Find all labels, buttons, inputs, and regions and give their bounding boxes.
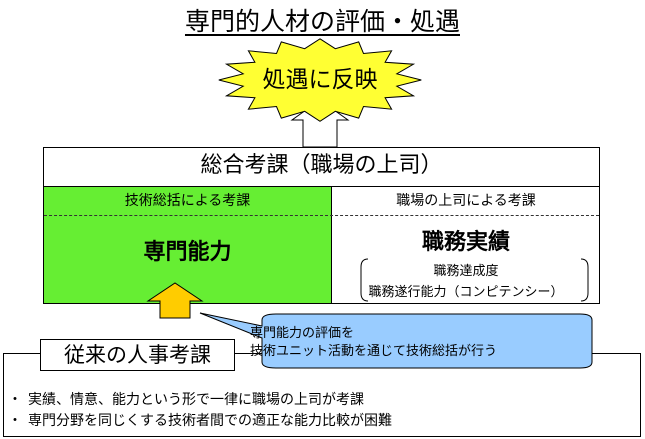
performance-detail-competency: 職務遂行能力（コンピテンシー）	[368, 285, 564, 300]
performance-subtitle: 職場の上司による考課	[396, 193, 536, 209]
expertise-panel	[44, 186, 331, 303]
conventional-bullet-list: ・実績、情意、能力という形で一律に職場の上司が考課 ・専門分野を同じくする技術者…	[8, 390, 392, 432]
dashed-divider	[44, 215, 599, 216]
callout-text: 専門能力の評価を 技術ユニット活動を通じて技術総括が行う	[250, 325, 580, 361]
divider-vertical	[331, 186, 332, 303]
burst-label: 処遇に反映	[262, 67, 378, 93]
callout-line: 技術ユニット活動を通じて技術総括が行う	[250, 344, 498, 359]
conventional-evaluation-label: 従来の人事考課	[40, 339, 235, 371]
callout-line: 専門能力の評価を	[250, 326, 355, 341]
expertise-heading: 専門能力	[143, 240, 232, 265]
bullet-mark: ・	[8, 413, 22, 429]
list-item: ・実績、情意、能力という形で一律に職場の上司が考課	[8, 390, 392, 411]
list-item: ・専門分野を同じくする技術者間での適正な能力比較が困難	[8, 411, 392, 432]
performance-detail-achievement: 職務達成度	[433, 264, 499, 279]
starburst-shape	[218, 38, 422, 122]
expertise-subtitle: 技術総括による考課	[124, 193, 251, 209]
up-arrow-orange	[146, 282, 204, 319]
performance-heading: 職務実績	[421, 230, 510, 255]
page-title: 専門的人材の評価・処遇	[184, 7, 460, 36]
callout-bubble	[199, 312, 593, 369]
bullet-mark: ・	[8, 392, 22, 408]
left-bracket	[360, 258, 369, 302]
overall-evaluation-title: 総合考課（職場の上司）	[200, 153, 443, 178]
bracket-group	[360, 258, 589, 302]
divider-horizontal	[43, 186, 600, 187]
right-bracket	[580, 258, 589, 302]
